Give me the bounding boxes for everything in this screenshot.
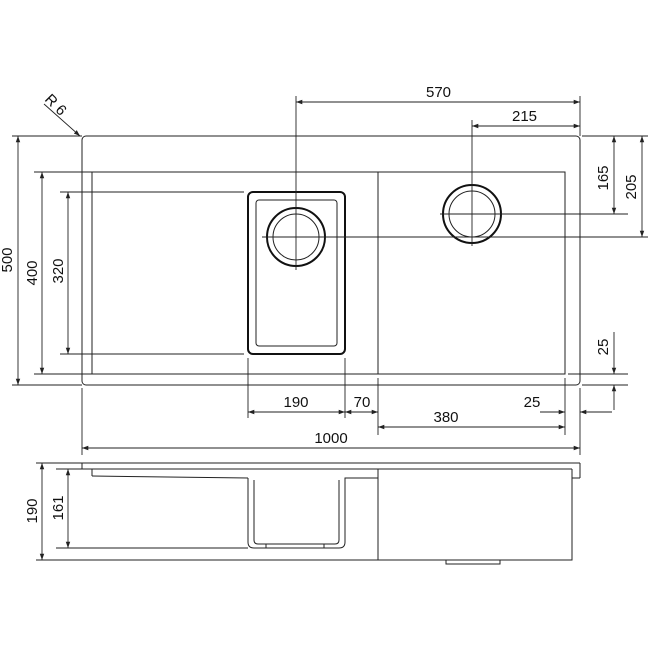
dim-label-25-right: 25: [595, 339, 612, 356]
dim-label-570: 570: [426, 84, 451, 101]
dimension-labels: R 6 570 215 165 205 25 500 400 320 190 7…: [0, 84, 640, 524]
dim-label-190: 190: [283, 394, 308, 411]
dim-label-side-161: 161: [50, 495, 67, 520]
drainer-area: [91, 171, 566, 375]
small-bowl-outer: [247, 191, 346, 355]
dim-label-500: 500: [0, 247, 16, 272]
dim-label-165: 165: [595, 165, 612, 190]
dim-label-25-bottom: 25: [524, 394, 541, 411]
dim-label-side-190: 190: [24, 498, 41, 523]
dim-label-320: 320: [50, 258, 67, 283]
dim-label-1000: 1000: [314, 430, 347, 447]
dimension-lines: [15, 99, 645, 451]
dim-label-215: 215: [512, 108, 537, 125]
extension-lines: [12, 96, 648, 455]
dim-label-205: 205: [623, 174, 640, 199]
dim-label-400: 400: [24, 260, 41, 285]
sink-outer-outline: [81, 135, 581, 386]
small-bowl-inner: [255, 199, 338, 347]
side-small-bowl: [247, 477, 378, 549]
radius-label: R 6: [41, 91, 70, 120]
side-view: [36, 462, 581, 565]
side-big-bowl: [377, 469, 580, 561]
top-view: [81, 135, 581, 386]
dim-label-380: 380: [433, 409, 458, 426]
dim-label-70: 70: [354, 394, 371, 411]
